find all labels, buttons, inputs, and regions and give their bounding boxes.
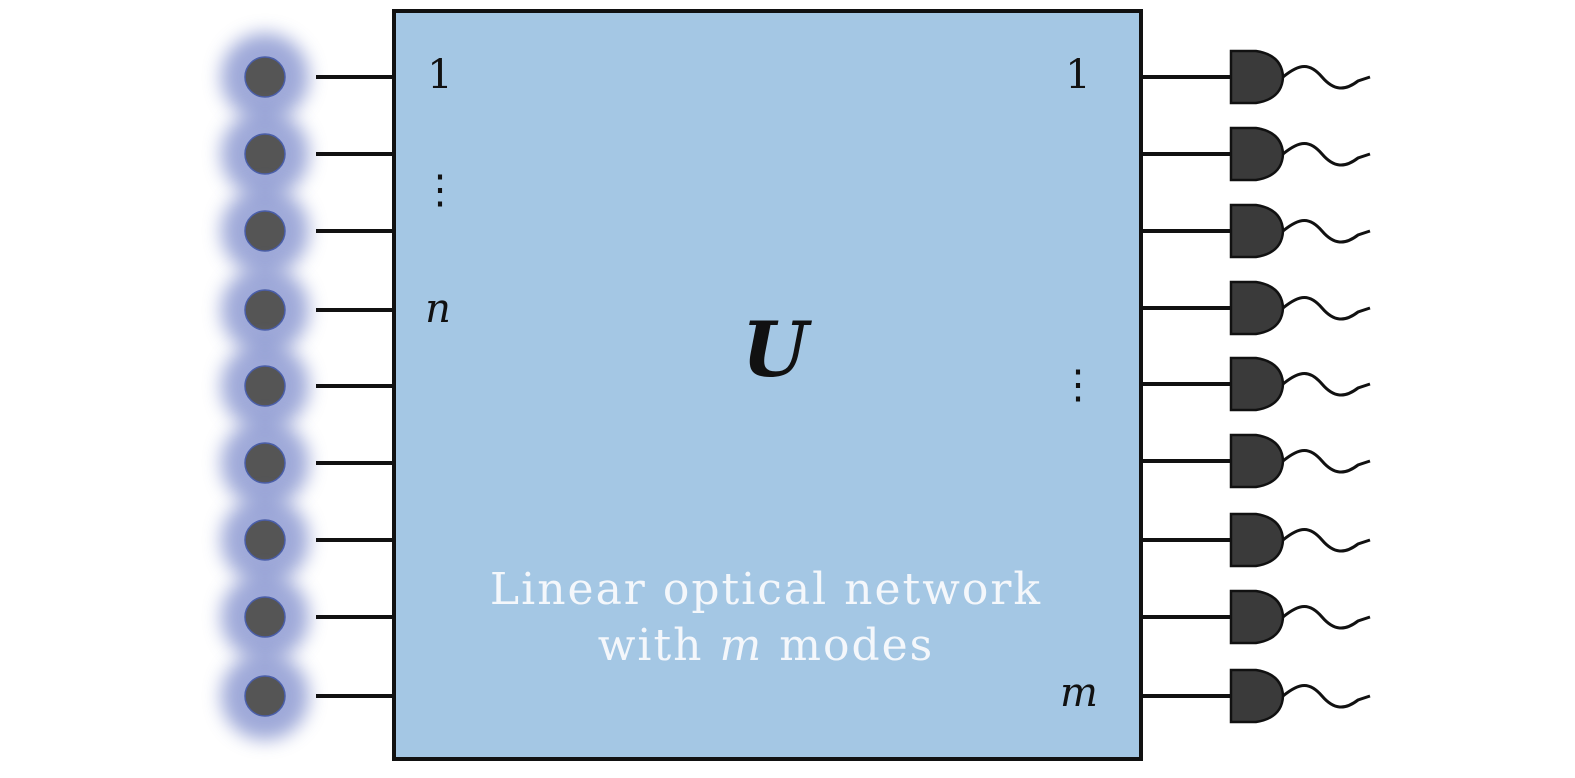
photon-core xyxy=(244,442,286,484)
detector-body xyxy=(1229,126,1285,182)
photon-core xyxy=(244,289,286,331)
input-photons xyxy=(221,33,309,740)
photon-core xyxy=(244,56,286,98)
unitary-symbol: U xyxy=(742,305,813,394)
output-label-last: m xyxy=(1060,670,1098,716)
input-photon xyxy=(221,110,309,198)
detector-body xyxy=(1229,589,1285,645)
input-label-last: n xyxy=(425,286,451,332)
detector-icon xyxy=(1229,49,1371,105)
detector-icon xyxy=(1229,433,1371,489)
detector-body xyxy=(1229,356,1285,412)
detector-body xyxy=(1229,433,1285,489)
detector-body xyxy=(1229,203,1285,259)
detector-body xyxy=(1229,49,1285,105)
detector-icon xyxy=(1229,356,1371,412)
photon-core xyxy=(244,365,286,407)
detector-signal xyxy=(1282,142,1371,167)
detector-signal xyxy=(1282,528,1371,553)
input-label-dots: ⋮ xyxy=(420,167,460,213)
caption-space-1 xyxy=(704,620,720,671)
photon-core xyxy=(244,596,286,638)
input-label-first: 1 xyxy=(427,52,452,98)
caption-with-word: with xyxy=(598,620,704,671)
input-photon xyxy=(221,266,309,354)
input-photon xyxy=(221,573,309,661)
output-label-first: 1 xyxy=(1065,52,1090,98)
detector-icon xyxy=(1229,126,1371,182)
caption-m-variable: m xyxy=(720,620,764,671)
input-photon xyxy=(221,342,309,430)
detector-signal xyxy=(1282,219,1371,244)
detector-body xyxy=(1229,280,1285,336)
detector-icon xyxy=(1229,280,1371,336)
output-label-dots: ⋮ xyxy=(1058,362,1098,408)
detector-body xyxy=(1229,668,1285,724)
detector-icon xyxy=(1229,668,1371,724)
detector-icon xyxy=(1229,512,1371,568)
unitary-caption-line1: Linear optical network xyxy=(490,564,1042,615)
photon-core xyxy=(244,133,286,175)
input-photon xyxy=(221,652,309,740)
detector-signal xyxy=(1282,449,1371,474)
photon-core xyxy=(244,210,286,252)
caption-space-2 xyxy=(763,620,779,671)
detector-signal xyxy=(1282,605,1371,630)
input-photon xyxy=(221,187,309,275)
detector-signal xyxy=(1282,684,1371,709)
input-wires xyxy=(316,75,394,698)
input-photon xyxy=(221,419,309,507)
detector-signal xyxy=(1282,296,1371,321)
caption-modes-word: modes xyxy=(779,620,934,671)
detectors xyxy=(1229,49,1371,724)
output-wires xyxy=(1141,75,1231,698)
photon-core xyxy=(244,519,286,561)
unitary-box xyxy=(392,9,1143,761)
input-photon xyxy=(221,496,309,584)
input-photon xyxy=(221,33,309,121)
detector-icon xyxy=(1229,589,1371,645)
detector-signal xyxy=(1282,372,1371,397)
detector-body xyxy=(1229,512,1285,568)
photon-core xyxy=(244,675,286,717)
detector-signal xyxy=(1282,65,1371,90)
unitary-caption-line2: with m modes xyxy=(598,620,935,671)
detector-icon xyxy=(1229,203,1371,259)
